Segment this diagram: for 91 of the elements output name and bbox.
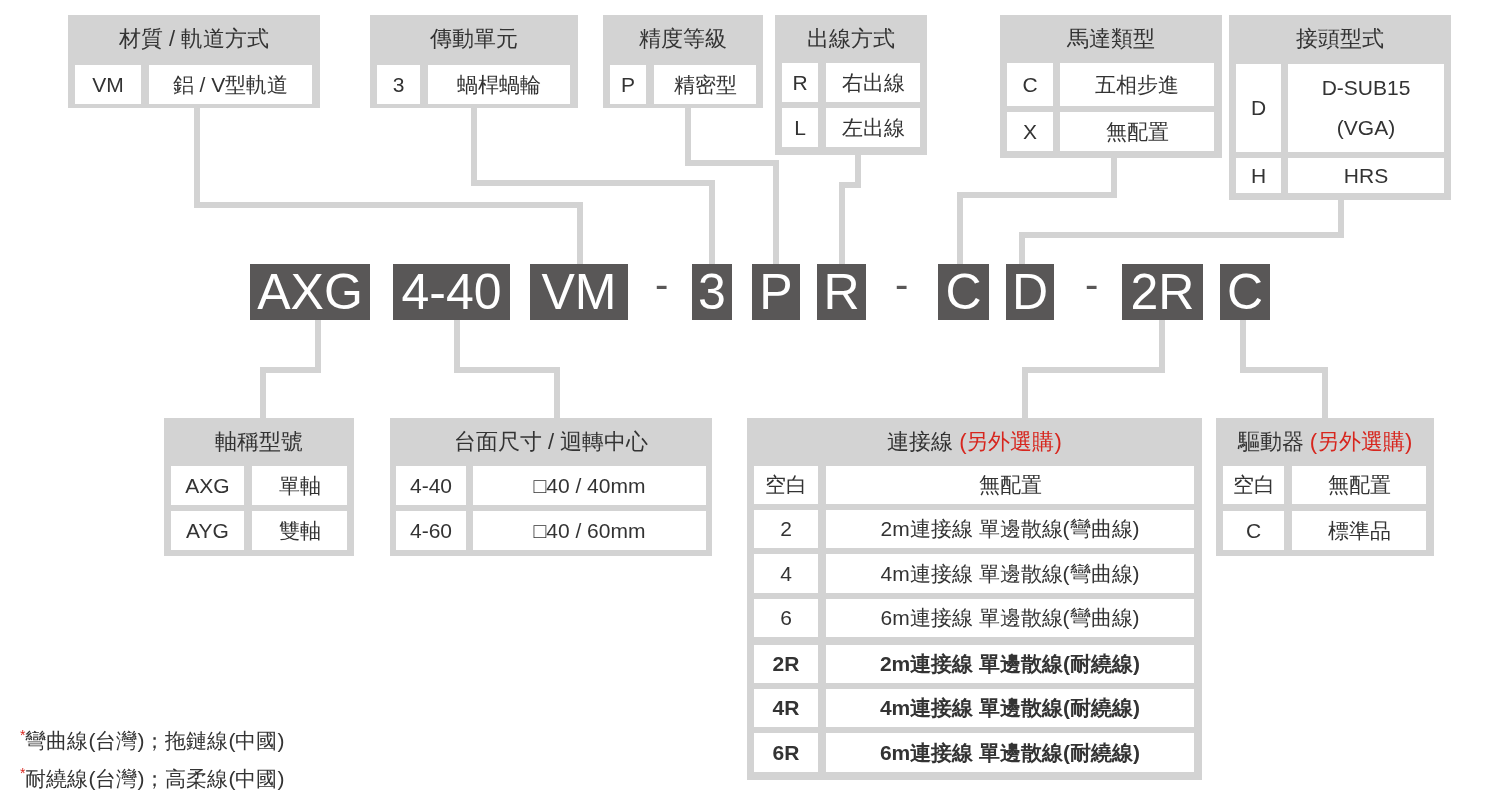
code-cell: 6R [754,733,818,772]
panel-heading: 接頭型式 [1296,25,1384,53]
option-panel [390,418,712,556]
panel-heading: 馬達類型 [1067,25,1155,53]
leader-line [1022,320,1165,418]
description-cell: 單軸 [252,466,347,505]
description-cell: 4m連接線 單邊散線(耐繞線) [826,689,1194,727]
optional-note: (另外選購) [959,428,1062,456]
code-cell: 2R [754,645,818,683]
panel-heading: 驅動器 [1237,428,1304,456]
description-cell: 鋁 / V型軌道 [149,65,312,104]
code-segment: D [1006,264,1054,320]
code-segment: C [1220,264,1270,320]
code-cell: H [1236,158,1281,193]
separator-dash: - [655,262,669,307]
panel-heading: 台面尺寸 / 迴轉中心 [453,428,649,456]
description-cell: 無配置 [826,466,1194,504]
description-cell: 無配置 [1292,466,1426,504]
code-cell: L [782,108,818,147]
leader-line [957,158,1117,264]
code-cell: 4R [754,689,818,727]
description-cell: □40 / 60mm [473,511,706,550]
code-segment: VM [530,264,628,320]
description-cell: 五相步進 [1060,63,1214,106]
code-cell: D [1236,64,1281,152]
code-cell: C [1223,511,1284,550]
code-cell: P [610,65,646,104]
code-cell: AYG [171,511,244,550]
code-cell: 2 [754,510,818,548]
code-cell: 3 [377,65,420,104]
description-cell: 無配置 [1060,112,1214,151]
code-cell: 4-60 [396,511,466,550]
option-panel [1216,418,1434,556]
code-cell: X [1007,112,1053,151]
code-cell: 空白 [1223,466,1284,504]
description-cell: HRS [1288,158,1444,193]
code-segment: P [752,264,800,320]
code-cell: AXG [171,466,244,505]
description-cell: 精密型 [654,65,756,104]
panel-heading: 軸稱型號 [215,428,303,456]
description-cell: 6m連接線 單邊散線(彎曲線) [826,599,1194,637]
description-cell: 標準品 [1292,511,1426,550]
code-segment: 4-40 [393,264,510,320]
description-cell: 雙軸 [252,511,347,550]
code-cell: 4 [754,554,818,593]
separator-dash: - [895,262,909,307]
code-cell: 6 [754,599,818,637]
leader-line [1240,320,1328,418]
footnote: $^{*}$彎曲線(台灣)；拖鏈線(中國) [20,727,285,754]
leader-line [454,320,560,418]
description-cell: 2m連接線 單邊散線(耐繞線) [826,645,1194,683]
option-panel [68,15,320,108]
panel-heading: 材質 / 軌道方式 [118,25,270,53]
panel-heading: 連接線 [887,428,954,456]
option-panel [1000,15,1222,158]
description-cell: □40 / 40mm [473,466,706,505]
code-cell: R [782,63,818,102]
leader-line [194,108,583,264]
optional-note: (另外選購) [1309,428,1413,456]
option-panel [747,418,1202,780]
code-cell: VM [75,65,141,104]
description-cell: 2m連接線 單邊散線(彎曲線) [826,510,1194,548]
leader-line [471,108,715,264]
panel-heading: 傳動單元 [430,25,518,53]
leader-line [260,320,321,418]
option-panel [370,15,578,108]
option-panel [775,15,927,155]
code-cell: 空白 [754,466,818,504]
description-cell: 4m連接線 單邊散線(彎曲線) [826,554,1194,593]
panel-heading: 精度等級 [639,25,727,53]
code-segment: 3 [692,264,732,320]
leader-line [1019,200,1344,264]
code-cell: 4-40 [396,466,466,505]
code-segment: AXG [250,264,370,320]
code-segment: C [938,264,989,320]
option-panel [1229,15,1451,200]
footnote: $^{*}$耐繞線(台灣)；高柔線(中國) [20,765,285,792]
description-cell: 右出線 [826,63,920,102]
option-panel [164,418,354,556]
code-segment: 2R [1122,264,1203,320]
leader-line [685,108,779,264]
description-cell: 6m連接線 單邊散線(耐繞線) [826,733,1194,772]
panel-heading: 出線方式 [807,25,895,53]
code-segment: R [817,264,866,320]
separator-dash: - [1085,262,1099,307]
option-panel [603,15,763,108]
description-cell: D-SUB15 (VGA) [1288,64,1444,152]
leader-line [839,155,861,264]
description-cell: 蝸桿蝸輪 [428,65,570,104]
code-cell: C [1007,63,1053,106]
description-cell: 左出線 [826,108,920,147]
